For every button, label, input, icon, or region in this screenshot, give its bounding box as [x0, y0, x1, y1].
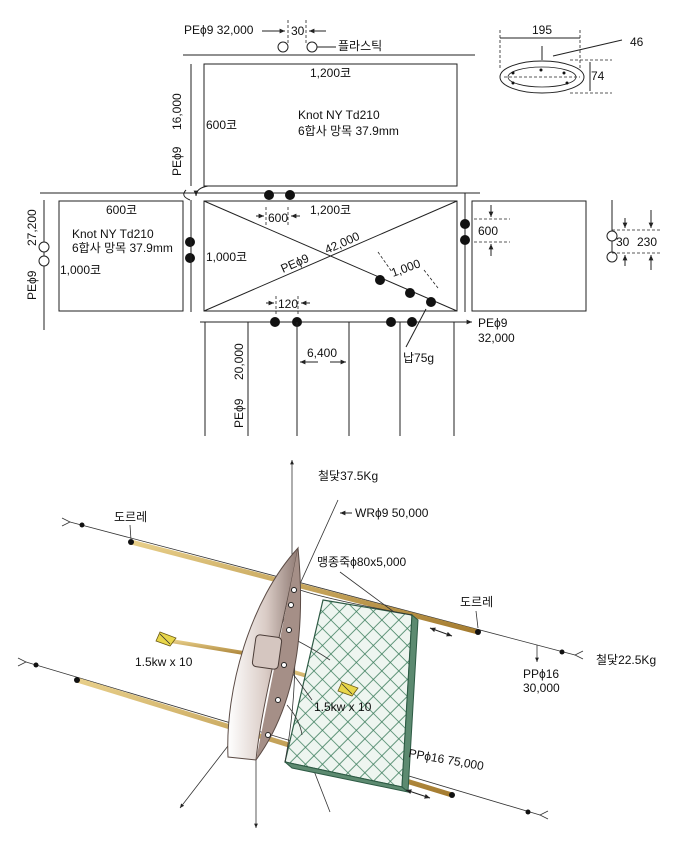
sinker-label: 납75g	[403, 351, 434, 365]
left-panel-side: 1,000코	[60, 263, 101, 277]
plastic-float-label: 플라스틱	[338, 39, 382, 53]
top-panel-width: 1,200코	[310, 66, 351, 80]
rope-pp-length: 30,000	[523, 681, 560, 695]
bottom-rope-length: 32,000	[478, 331, 515, 345]
top-panel-spec1: Knot NY Td210	[298, 108, 380, 122]
anchor-top-label: 철닻37.5Kg	[318, 469, 378, 483]
right-panel-size: 600	[478, 224, 498, 238]
float-width: 195	[532, 23, 552, 37]
top-panel-height: 600코	[206, 118, 237, 132]
bottom-rope-material: PEϕ9	[478, 316, 508, 330]
right-net-panel	[471, 200, 587, 312]
top-panel-spec2: 6합사 망목 37.9mm	[298, 124, 399, 138]
left-net-panel	[58, 200, 184, 312]
rope-pp-bottom-label: PPϕ16 75,000	[407, 746, 485, 773]
center-net-panel	[203, 200, 458, 312]
far-left-rope-material: PEϕ9	[25, 270, 39, 300]
right-float-height: 230	[637, 235, 657, 249]
perspective-view: 철닻37.5Kg WRϕ9 50,000 맹종죽ϕ80x5,000 도르레 도르…	[17, 460, 656, 828]
top-plan: PEϕ9 32,000 30 플라스틱 1,200코 600코 Knot NY …	[25, 20, 660, 436]
lamp-left	[155, 631, 177, 647]
lamp-left-label: 1.5kw x 10	[135, 655, 193, 669]
wire-rope-label: WRϕ9 50,000	[355, 506, 429, 520]
top-net-panel	[203, 63, 458, 187]
bamboo-label: 맹종죽ϕ80x5,000	[317, 555, 407, 569]
diag-material: PEϕ9	[279, 251, 312, 276]
pulley-left-label: 도르레	[114, 510, 147, 524]
pulley-right-label: 도르레	[460, 595, 493, 609]
top-rope-label: PEϕ9 32,000	[184, 23, 254, 37]
diag-length: 42,000	[323, 229, 363, 257]
left-panel-spec2: 6합사 망목 37.9mm	[72, 241, 173, 255]
spacing-label: 1,000	[389, 256, 422, 280]
gap-30-label: 30	[291, 24, 305, 38]
left-panel-spec1: Knot NY Td210	[72, 227, 154, 241]
float-thickness: 46	[630, 35, 644, 49]
center-side-label: 1,000코	[206, 250, 247, 264]
far-left-rope-length: 27,200	[25, 209, 39, 246]
float-detail: 195 46 74	[499, 23, 644, 94]
lamp-right-label: 1.5kw x 10	[314, 700, 372, 714]
anchor-right-label: 철닻22.5Kg	[596, 653, 656, 667]
left-rope-length: 16,000	[170, 93, 184, 130]
left-rope-material: PEϕ9	[170, 146, 184, 176]
right-float-gap: 30	[616, 235, 630, 249]
float-height: 74	[591, 69, 605, 83]
bottom-lines-spacing: 6,400	[307, 346, 337, 360]
center-width-label: 1,200코	[310, 203, 351, 217]
gap-120-label: 120	[278, 297, 298, 311]
rope-pp-label: PPϕ16	[523, 667, 559, 681]
bottom-lines-material: PEϕ9	[232, 398, 246, 428]
lamp-right	[337, 681, 359, 697]
bottom-lines-length: 20,000	[232, 343, 246, 380]
left-panel-top: 600코	[106, 203, 137, 217]
mesh-600-label: 600	[268, 211, 288, 225]
